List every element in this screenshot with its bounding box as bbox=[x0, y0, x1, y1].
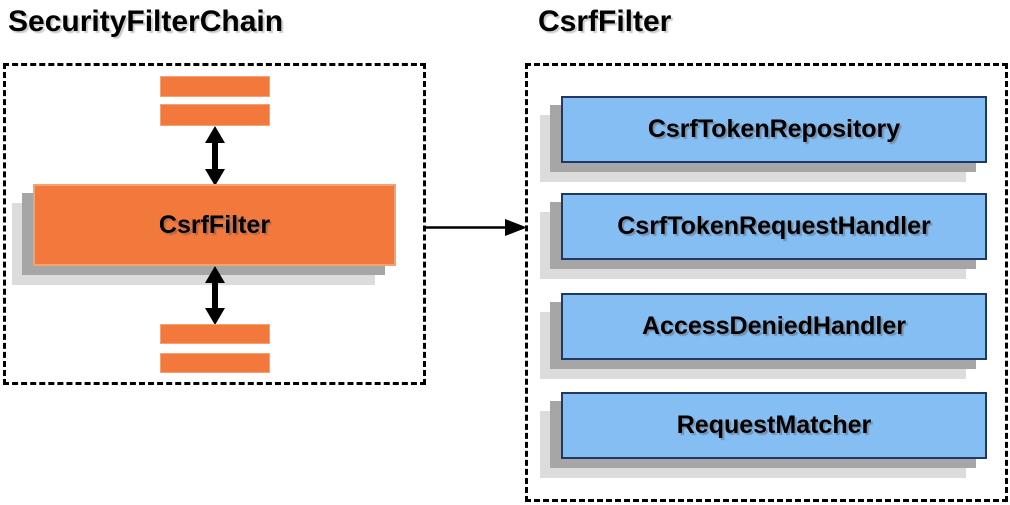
filter-placeholder-bar bbox=[160, 76, 270, 97]
csrf-filter-container bbox=[525, 63, 1008, 502]
security-filter-chain-container bbox=[3, 63, 426, 385]
filter-placeholder-bar bbox=[160, 353, 270, 373]
access-denied-handler-label: AccessDeniedHandler bbox=[561, 293, 987, 360]
flow-arrow-icon bbox=[425, 219, 527, 236]
csrf-filter-title: CsrfFilter bbox=[538, 5, 672, 38]
double-arrow-icon bbox=[205, 266, 225, 325]
csrf-filter-box-label: CsrfFilter bbox=[33, 184, 396, 266]
csrf-token-request-handler-label: CsrfTokenRequestHandler bbox=[561, 193, 987, 260]
filter-placeholder-bar bbox=[160, 324, 270, 344]
double-arrow-icon bbox=[205, 126, 225, 186]
filter-placeholder-bar bbox=[160, 104, 270, 126]
csrf-token-request-handler-box: CsrfTokenRequestHandler bbox=[540, 193, 987, 279]
request-matcher-box: RequestMatcher bbox=[540, 392, 987, 478]
access-denied-handler-box: AccessDeniedHandler bbox=[540, 293, 987, 379]
request-matcher-label: RequestMatcher bbox=[561, 392, 987, 459]
csrf-token-repository-label: CsrfTokenRepository bbox=[561, 96, 987, 163]
csrf-token-repository-box: CsrfTokenRepository bbox=[540, 96, 987, 182]
csrf-filter-box: CsrfFilter bbox=[12, 184, 396, 285]
security-filter-chain-title: SecurityFilterChain bbox=[8, 5, 284, 38]
